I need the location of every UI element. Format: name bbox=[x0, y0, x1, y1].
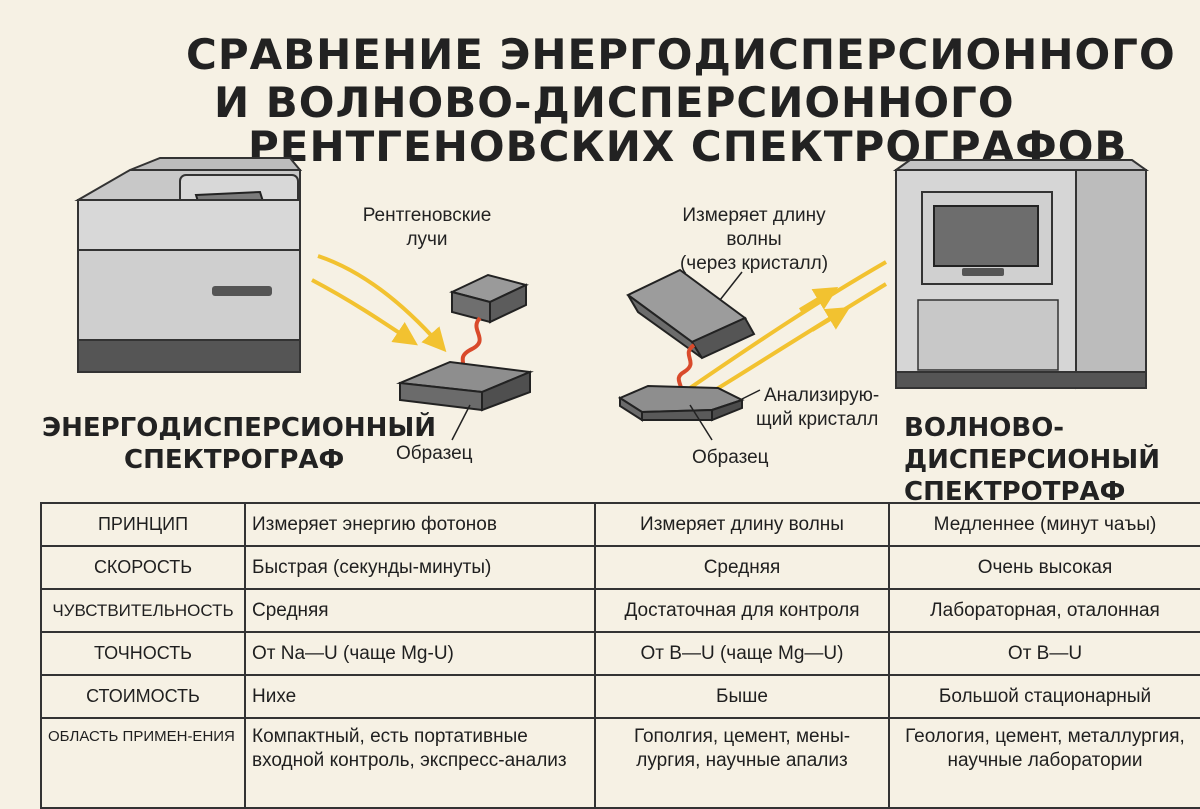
extra-value-cell: Лабораторная, оталонная bbox=[888, 588, 1200, 633]
ed-device-label-line-2: СПЕКТРОГРАФ bbox=[124, 445, 345, 475]
wd-device-label-line-2: ДИСПЕРСИОНЫЙ bbox=[904, 445, 1160, 475]
ed-value-cell: Быстрая (секунды-минуты) bbox=[244, 545, 596, 590]
title-line-1: СРАВНЕНИЕ ЭНЕРГОДИСПЕРСИОННОГО bbox=[186, 30, 1176, 79]
wd-value-cell: Достаточная для контроля bbox=[594, 588, 890, 633]
param-cell: СТОИМОСТЬ bbox=[40, 674, 246, 719]
analyzing-crystal bbox=[626, 268, 756, 360]
wd-device-label-line-1: ВОЛНОВО- bbox=[904, 413, 1065, 443]
ed-device-label: ЭНЕРГОДИСПЕРСИОННЫЙ СПЕКТРОГРАФ bbox=[42, 412, 436, 476]
wd-value-cell: Быше bbox=[594, 674, 890, 719]
ed-spectrograph-device bbox=[74, 157, 303, 373]
ed-device-label-line-1: ЭНЕРГОДИСПЕРСИОННЫЙ bbox=[42, 413, 437, 443]
wd-device-label: ВОЛНОВО- ДИСПЕРСИОНЫЙ СПЕКТРОТРАФ bbox=[904, 412, 1160, 508]
xrays-callout-line-2: лучи bbox=[406, 229, 448, 250]
param-cell: ПРИНЦИП bbox=[40, 502, 246, 547]
table-row: ОБЛАСТЬ ПРИМЕН-ЕНИЯ Компактный, есть пор… bbox=[40, 717, 1200, 809]
table-row: ПРИНЦИП Измеряет энергию фотонов Измеряе… bbox=[40, 502, 1200, 547]
crystal-callout: Анализирую- щий кристалл bbox=[756, 384, 879, 432]
param-cell: СКОРОСТЬ bbox=[40, 545, 246, 590]
ed-value-cell: Компактный, есть портативные входной кон… bbox=[244, 717, 596, 809]
ed-value-cell: От Na—U (чаще Mg-U) bbox=[244, 631, 596, 676]
ed-value-cell: Средняя bbox=[244, 588, 596, 633]
sample-left-callout: Образец bbox=[396, 443, 473, 464]
param-cell: ЧУВСТВИТЕЛЬНОСТЬ bbox=[40, 588, 246, 633]
xray-beams-left bbox=[311, 254, 447, 353]
spectrograph-diagram bbox=[74, 157, 1150, 441]
ed-value-cell: Нихе bbox=[244, 674, 596, 719]
extra-value-cell: От B—U bbox=[888, 631, 1200, 676]
wavelength-callout: Измеряет длину волны (через кристалл) bbox=[664, 204, 844, 276]
wavelength-callout-line-2: волны bbox=[726, 229, 782, 250]
ed-value-cell: Измеряет энергию фотонов bbox=[244, 502, 596, 547]
wd-value-cell: Измеряет длину волны bbox=[594, 502, 890, 547]
extra-value-cell: Медленнее (минут чаъы) bbox=[888, 502, 1200, 547]
extra-value-cell: Очень высокая bbox=[888, 545, 1200, 590]
crystal-callout-line-2: щий кристалл bbox=[756, 409, 879, 430]
extra-value-cell: Геология, цемент, металлургия, научные л… bbox=[888, 717, 1200, 809]
table-row: ЧУВСТВИТЕЛЬНОСТЬ Средняя Достаточная для… bbox=[40, 588, 1200, 633]
wavelength-callout-line-3: (через кристалл) bbox=[679, 253, 829, 274]
wd-value-cell: Средняя bbox=[594, 545, 890, 590]
sample-block-left bbox=[396, 360, 534, 412]
table-row: СКОРОСТЬ Быстрая (секунды-минуты) Средня… bbox=[40, 545, 1200, 590]
param-cell: ОБЛАСТЬ ПРИМЕН-ЕНИЯ bbox=[40, 717, 246, 809]
wd-value-cell: Гополгия, цемент, мены-лургия, научные а… bbox=[594, 717, 890, 809]
extra-value-cell: Большой стационарный bbox=[888, 674, 1200, 719]
sample-right-callout: Образец bbox=[692, 447, 769, 468]
xrays-callout-line-1: Рентгеновские bbox=[362, 205, 492, 226]
xray-beams-right bbox=[688, 260, 888, 394]
wd-value-cell: От B—U (чаще Mg—U) bbox=[594, 631, 890, 676]
param-cell: ТОЧНОСТЬ bbox=[40, 631, 246, 676]
detector-block-left bbox=[449, 273, 529, 324]
table-row: СТОИМОСТЬ Нихе Быше Большой стационарный bbox=[40, 674, 1200, 719]
wd-spectrograph-device bbox=[892, 159, 1150, 390]
crystal-callout-line-1: Анализирую- bbox=[764, 385, 880, 406]
xrays-callout: Рентгеновские лучи bbox=[354, 204, 500, 252]
title-line-2: И ВОЛНОВО-ДИСПЕРСИОННОГО bbox=[214, 78, 1015, 127]
wavelength-callout-line-1: Измеряет длину bbox=[682, 205, 826, 226]
sample-block-right bbox=[617, 384, 745, 422]
comparison-table: ПРИНЦИП Измеряет энергию фотонов Измеряе… bbox=[40, 502, 1200, 809]
table-row: ТОЧНОСТЬ От Na—U (чаще Mg-U) От B—U (чащ… bbox=[40, 631, 1200, 676]
